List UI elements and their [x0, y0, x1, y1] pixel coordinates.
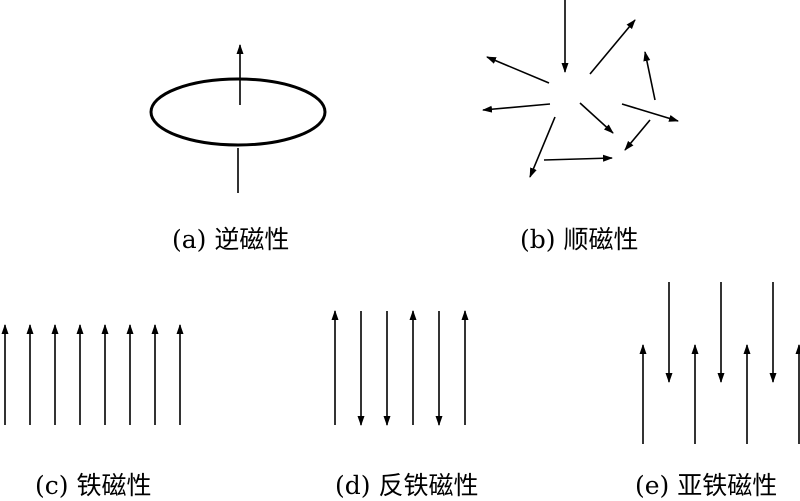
- panel-a-diamagnetism: (a) 逆磁性: [149, 44, 327, 254]
- caption-a: (a) 逆磁性: [172, 225, 289, 254]
- caption-c: (c) 铁磁性: [35, 471, 151, 500]
- random-moment-arrow: [589, 19, 636, 75]
- random-moment-arrow: [624, 119, 651, 151]
- caption-d: (d) 反铁磁性: [335, 471, 478, 500]
- current-loop: [149, 77, 327, 147]
- panel-c-ferromagnetism: (c) 铁磁性: [1, 324, 184, 500]
- random-moment-arrow: [486, 56, 550, 84]
- panel-b-paramagnetism: (b) 顺磁性: [482, 0, 679, 254]
- random-moment-arrow: [543, 154, 613, 162]
- random-moment-arrow: [643, 51, 656, 101]
- caption-e: (e) 亚铁磁性: [635, 471, 777, 500]
- random-moment-arrow: [529, 116, 556, 178]
- caption-b: (b) 顺磁性: [520, 225, 638, 254]
- random-moment-arrow: [579, 102, 614, 134]
- random-moment-arrow: [482, 103, 551, 113]
- random-moment-arrow: [621, 103, 679, 122]
- panel-e-ferrimagnetism: (e) 亚铁磁性: [635, 282, 800, 500]
- panel-d-antiferromagnetism: (d) 反铁磁性: [331, 310, 478, 500]
